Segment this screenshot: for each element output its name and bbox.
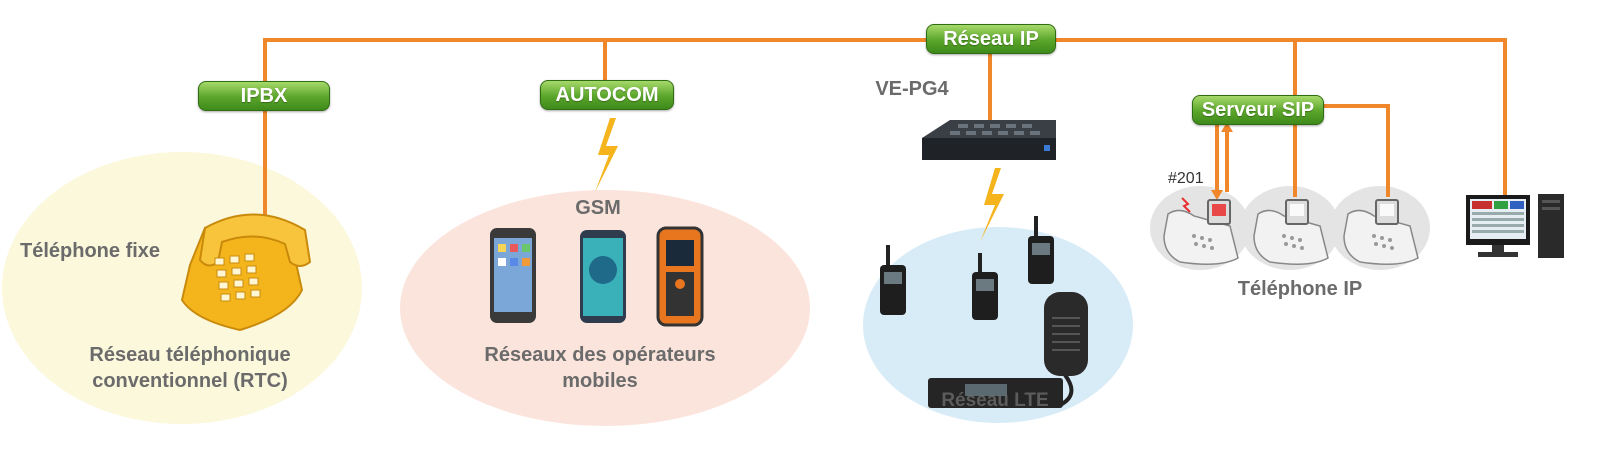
arrow-down-icon bbox=[1211, 190, 1223, 200]
telephone-ip-label: Téléphone IP bbox=[1237, 278, 1363, 300]
ip-phone-icon bbox=[1253, 199, 1329, 265]
smartphone-icon bbox=[490, 228, 536, 323]
arrow-up-icon bbox=[1221, 122, 1233, 132]
rtc-label-line2: conventionnel (RTC) bbox=[92, 370, 288, 392]
reseau-lte-label: Réseau LTE bbox=[941, 390, 1049, 411]
telephone-fixe-label: Téléphone fixe bbox=[20, 240, 161, 262]
mobile-label-line2: mobiles bbox=[562, 370, 638, 392]
speaker-mic-icon bbox=[1044, 292, 1088, 407]
mobile-label-line1: Réseaux des opérateurs bbox=[484, 344, 716, 366]
smartphone-icon bbox=[580, 230, 626, 323]
lightning-icon bbox=[595, 118, 618, 192]
connection-lines bbox=[263, 38, 1507, 217]
gateway-device-icon bbox=[922, 120, 1056, 160]
autocom-node: AUTOCOM bbox=[540, 80, 674, 110]
serveur-sip-node: Serveur SIP bbox=[1192, 95, 1324, 125]
sip-phone3-line bbox=[1320, 104, 1390, 197]
extension-201-label: #201 bbox=[1168, 170, 1204, 187]
handheld-radio-icon bbox=[972, 253, 998, 320]
handheld-radio-icon bbox=[880, 245, 906, 315]
ip-phone-icon bbox=[1343, 199, 1419, 265]
ve-pg4-label: VE-PG4 bbox=[875, 78, 949, 100]
arrow-heads bbox=[1211, 122, 1233, 200]
handheld-radio-icon bbox=[1028, 216, 1054, 284]
reseau-ip-node: Réseau IP bbox=[926, 24, 1056, 54]
rugged-phone-icon bbox=[656, 226, 704, 327]
mobile-radio-icon bbox=[928, 378, 1063, 408]
rtc-label-line1: Réseau téléphonique bbox=[89, 344, 291, 366]
desk-phone-icon bbox=[180, 213, 312, 332]
backbone-line bbox=[263, 38, 1507, 217]
ip-phone-icon bbox=[1163, 197, 1239, 265]
pc-icon bbox=[1466, 194, 1564, 258]
gsm-label: GSM bbox=[575, 197, 621, 219]
ipbx-node: IPBX bbox=[198, 81, 330, 111]
lightning-icon bbox=[980, 168, 1004, 242]
